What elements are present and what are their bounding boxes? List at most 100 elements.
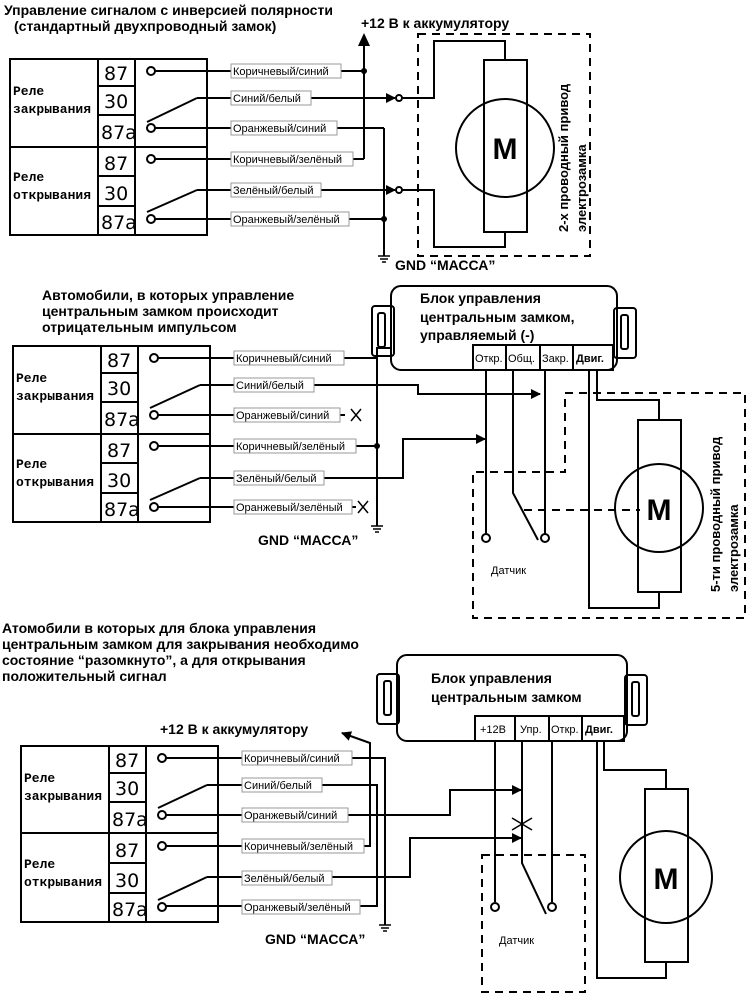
terminal-motor: Двиг. [585,724,613,736]
motor-icon: M [654,863,679,896]
wire-label: Оранжевый/зелёный [233,214,340,226]
pin-30: 30 [107,378,131,400]
central-lock-control-unit: Блок управления центральным замком, упра… [371,285,637,371]
terminal-close: Закр. [542,353,569,365]
sensor-and-motor: Датчик M [481,741,713,993]
pin-87: 87 [107,440,131,462]
gnd-label: GND “МАССА” [265,931,365,947]
relay-close-name-1: Реле [13,84,44,99]
wire-label: Зелёный/белый [244,873,325,885]
wire-label: Оранжевый/синий [236,410,329,422]
two-wire-actuator: M 2-х проводный привод электрозамка [395,33,591,257]
sensor-label: Датчик [491,565,526,577]
ground-icon [379,924,391,932]
pin-87a: 87a [112,809,148,831]
control-unit-title-2: центральным замком, [420,309,575,325]
wire-label: Коричневый/синий [244,753,340,765]
panel-3-positive-signal: Атомобили в которых для блока управления… [2,620,713,993]
relay-open-name-1: Реле [13,170,44,185]
panel-3-title-line-1: Атомобили в которых для блока управления [2,620,316,636]
terminal-control: Упр. [520,724,542,736]
cut-wire-icon [511,817,533,831]
cut-wire-icon [350,408,362,422]
pin-87: 87 [104,63,128,85]
wire-label: Синий/белый [244,780,312,792]
control-unit-title-2: центральным замком [431,689,582,705]
actuator-label-2: электрозамка [574,144,589,232]
pin-87a: 87a [104,499,140,521]
pin-87a: 87a [101,122,137,144]
terminal-motor: Двиг. [576,353,604,365]
panel-2-title-line-3: отрицательным импульсом [42,319,237,335]
wire-label: Зелёный/белый [236,473,317,485]
wire-label: Коричневый/синий [236,353,332,365]
relay-block: Реле закрывания Реле открывания 87 30 87… [9,58,208,236]
ground-icon [371,525,383,533]
gnd-label: GND “МАССА” [395,257,495,273]
panel-1-polarity-inversion: Управление сигналом с инверсией полярнос… [4,2,591,273]
ground-icon [378,255,390,263]
terminal-open: Откр. [475,353,503,365]
relay-close-name-2: закрывания [13,102,91,117]
actuator-label-1: 5-ти проводный привод [708,436,723,592]
control-unit-title-3: управляемый (-) [420,327,534,343]
wire-label: Оранжевый/синий [244,810,337,822]
relay-close-name-1: Реле [24,771,55,786]
pin-30: 30 [115,870,139,892]
pin-87: 87 [115,840,139,862]
wire-label: Коричневый/зелёный [233,154,342,166]
terminal-common: Общ. [508,353,535,365]
pin-87: 87 [104,153,128,175]
wire-label: Зелёный/белый [233,185,314,197]
relay-block: Реле закрывания Реле открывания 87 30 87… [12,345,211,523]
relay-open-name-2: открывания [13,188,91,203]
central-lock-control-unit: Блок управления центральным замком +12В … [376,654,648,742]
panel-3-title-line-2: центральным замком для закрывания необхо… [2,636,359,652]
relay-close-name-2: закрывания [16,389,94,404]
wire-label: Синий/белый [233,93,301,105]
panel-2-title-line-1: Автомобили, в которых управление [42,287,294,303]
wire-label: Синий/белый [236,380,304,392]
panel-1-title-line-2: (стандартный двухпроводный замок) [14,18,276,34]
motor-icon: M [647,494,672,527]
wire-label: Оранжевый/зелёный [244,902,351,914]
wire-label: Оранжевый/синий [233,123,326,135]
panel-2-negative-pulse: Автомобили, в которых управление централ… [12,285,746,619]
wire-label: Коричневый/зелёный [244,841,353,853]
pin-87a: 87a [112,899,148,921]
battery-label: +12 В к аккумулятору [160,721,308,737]
relay-open-name-1: Реле [16,457,47,472]
wire-label: Коричневый/синий [233,66,329,78]
pin-30: 30 [115,778,139,800]
relay-open-name-2: открывания [16,475,94,490]
terminal-open: Откр. [551,724,579,736]
cut-wire-icon [357,500,369,514]
actuator-label-2: электрозамка [726,504,741,592]
pin-30: 30 [107,470,131,492]
gnd-label: GND “МАССА” [258,532,358,548]
battery-label: +12 В к аккумулятору [361,15,509,31]
motor-icon: M [493,133,518,166]
pin-30: 30 [104,183,128,205]
five-wire-actuator: Датчик M 5-ти проводный привод электроза… [472,370,746,619]
actuator-label-1: 2-х проводный привод [556,83,571,232]
wire-label: Оранжевый/зелёный [236,502,343,514]
control-unit-title-1: Блок управления [420,290,541,306]
panel-3-title-line-4: положительный сигнал [2,668,167,684]
panel-2-title-line-2: центральным замком происходит [42,303,279,319]
relay-close-name-2: закрывания [24,789,102,804]
pin-87: 87 [115,750,139,772]
pin-30: 30 [104,91,128,113]
control-unit-title-1: Блок управления [431,670,552,686]
pin-87a: 87a [101,212,137,234]
relay-open-name-2: открывания [24,875,102,890]
panel-1-title-line-1: Управление сигналом с инверсией полярнос… [4,2,333,18]
pin-87: 87 [107,350,131,372]
relay-open-name-1: Реле [24,857,55,872]
terminal-12v: +12В [480,724,506,736]
relay-block: Реле закрывания Реле открывания 87 30 87… [20,745,219,923]
relay-close-name-1: Реле [16,371,47,386]
wire-label: Коричневый/зелёный [236,441,345,453]
panel-3-title-line-3: состояние “разомкнуто”, а для открывания [2,652,306,668]
